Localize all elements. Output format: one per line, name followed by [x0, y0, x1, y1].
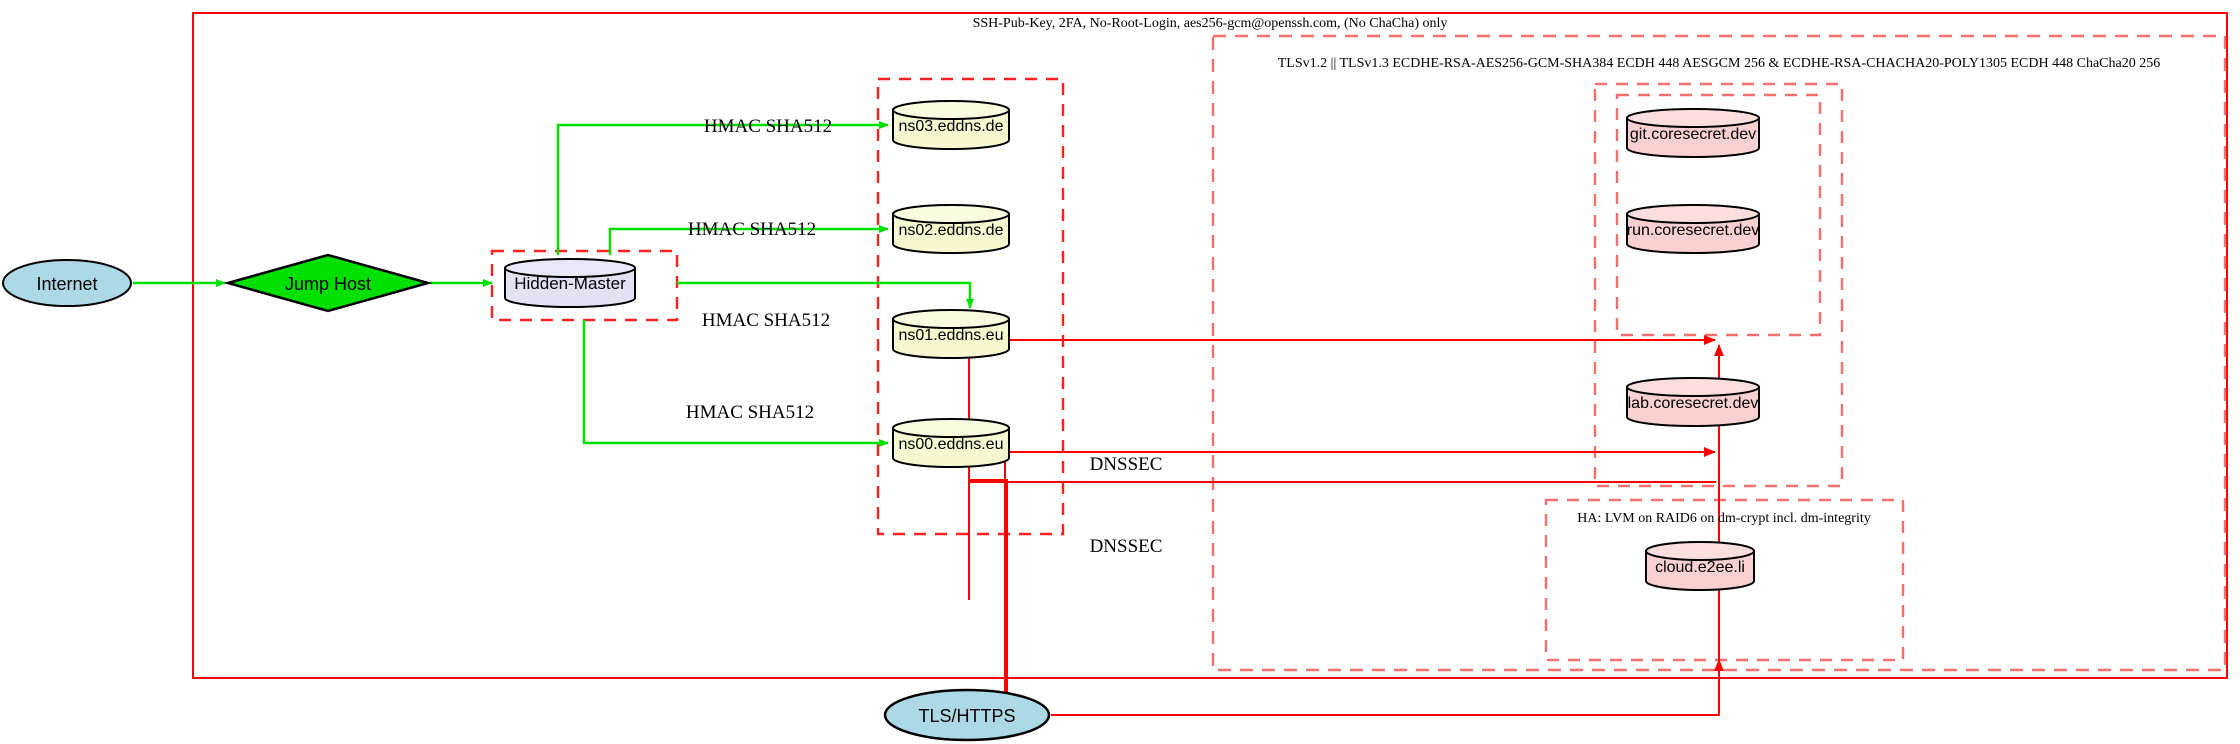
edge-tls-right — [1051, 455, 1720, 716]
node-internet[interactable]: Internet — [2, 259, 132, 307]
node-lab-coresecret-label: lab.coresecret.dev — [1628, 395, 1759, 412]
node-tls-https[interactable]: TLS/HTTPS — [883, 688, 1051, 742]
node-git-coresecret[interactable]: git.coresecret.dev — [1626, 108, 1760, 158]
edge-master-to-ns03 — [556, 121, 889, 255]
node-ns00[interactable]: ns00.eddns.eu — [892, 418, 1010, 468]
cluster-label-ha: HA: LVM on RAID6 on dm-crypt incl. dm-in… — [1577, 511, 1870, 526]
node-ns01[interactable]: ns01.eddns.eu — [892, 309, 1010, 359]
edge-label-hmac-ns03: HMAC SHA512 — [704, 116, 832, 137]
edge-master-to-ns00 — [582, 320, 889, 447]
edge-label-hmac-ns01: HMAC SHA512 — [702, 310, 830, 331]
node-ns01-label: ns01.eddns.eu — [899, 327, 1004, 344]
edge-label-dnssec-lower: DNSSEC — [1090, 536, 1163, 557]
edge-label-hmac-ns02: HMAC SHA512 — [688, 219, 816, 240]
node-run-coresecret-label: run.coresecret.dev — [1627, 222, 1760, 239]
edge-label-dnssec-upper: DNSSEC — [1090, 454, 1163, 475]
node-jump-host[interactable]: Jump Host — [223, 253, 433, 313]
node-git-coresecret-label: git.coresecret.dev — [1630, 126, 1756, 143]
cluster-coresecret — [1593, 82, 1844, 488]
node-jump-host-label: Jump Host — [285, 274, 371, 294]
node-cloud-e2ee-label: cloud.e2ee.li — [1655, 559, 1745, 576]
node-hidden-master[interactable]: Hidden-Master — [504, 258, 636, 308]
node-ns03[interactable]: ns03.eddns.de — [892, 100, 1010, 150]
node-ns02[interactable]: ns02.eddns.de — [892, 204, 1010, 254]
node-ns03-label: ns03.eddns.de — [899, 118, 1004, 135]
cluster-tls — [1211, 34, 2227, 672]
cluster-ssh-outer — [192, 12, 2228, 679]
node-ns00-label: ns00.eddns.eu — [899, 436, 1004, 453]
node-hidden-master-label: Hidden-Master — [514, 274, 626, 293]
cluster-coresecret-inner — [1615, 93, 1822, 337]
cluster-ha — [1544, 498, 1905, 662]
node-tls-https-label: TLS/HTTPS — [918, 706, 1015, 726]
node-cloud-e2ee[interactable]: cloud.e2ee.li — [1645, 541, 1755, 591]
cluster-label-tls: TLSv1.2 || TLSv1.3 ECDHE-RSA-AES256-GCM-… — [1278, 56, 2160, 71]
node-lab-coresecret[interactable]: lab.coresecret.dev — [1626, 377, 1760, 427]
node-internet-label: Internet — [36, 274, 97, 294]
edge-label-hmac-ns00: HMAC SHA512 — [686, 402, 814, 423]
node-ns02-label: ns02.eddns.de — [899, 222, 1004, 239]
edge-master-to-ns01 — [677, 281, 974, 309]
edge-master-to-ns02 — [608, 225, 889, 255]
cluster-label-ssh-outer: SSH-Pub-Key, 2FA, No-Root-Login, aes256-… — [973, 16, 1448, 31]
node-run-coresecret[interactable]: run.coresecret.dev — [1626, 204, 1760, 254]
cluster-dns — [876, 77, 1065, 536]
